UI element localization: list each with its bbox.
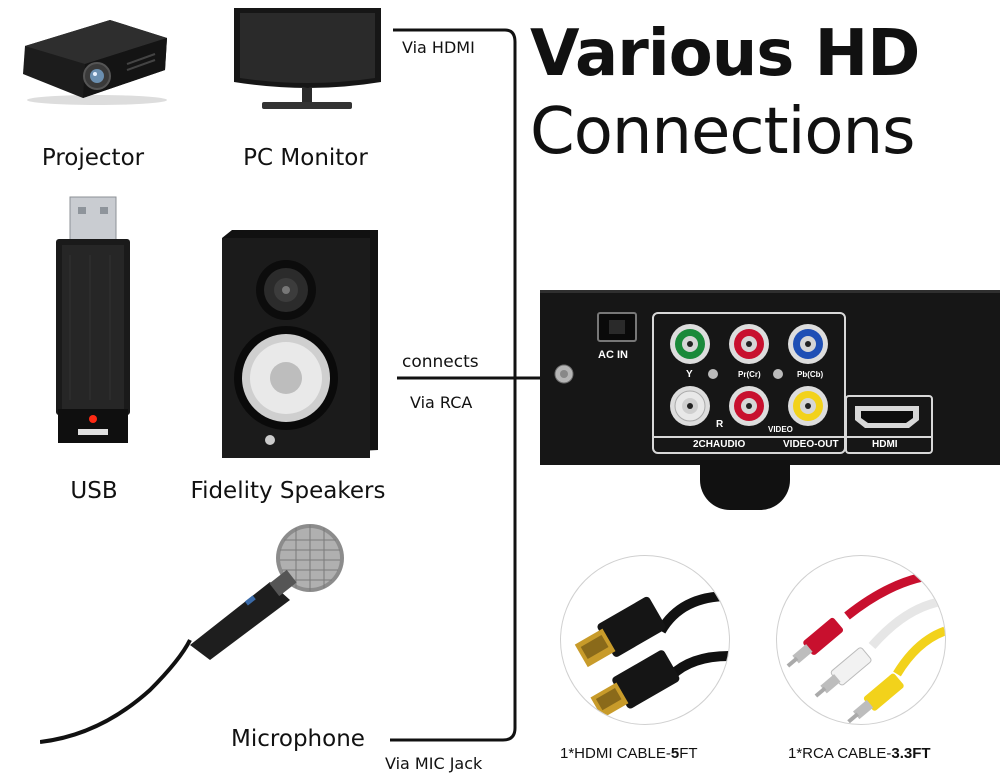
hdmi-cable-caption: 1*HDMI CABLE-5FT	[560, 745, 698, 762]
rca-cable-caption: 1*RCA CABLE-3.3FT	[788, 745, 931, 762]
jack-y-green-icon	[670, 324, 710, 364]
monitor-icon	[234, 8, 381, 109]
player-foot	[700, 460, 790, 510]
jack-r-label: R	[716, 419, 724, 430]
usb-drive-icon	[56, 196, 130, 443]
hdmi-cable-caption-prefix: 1*HDMI CABLE-	[560, 745, 671, 762]
jack-pb-blue-icon	[788, 324, 828, 364]
audio-label: 2CHAUDIO	[693, 439, 746, 450]
connects-label: connects	[402, 352, 479, 372]
jack-plate	[652, 312, 846, 454]
headline-line-1: Various HD	[530, 17, 920, 91]
hdmi-port-icon	[855, 406, 919, 428]
jack-pr-label: Pr(Cr)	[738, 370, 761, 379]
jack-video-yellow-icon	[788, 386, 828, 426]
hdmi-plate	[845, 395, 933, 454]
hdmi-cable-circle	[560, 555, 730, 725]
jack-video-label: VIDEO	[768, 425, 793, 434]
rca-cable-icon	[786, 569, 945, 724]
rca-cable-caption-unit: FT	[912, 745, 931, 762]
hdmi-cable-icon	[574, 591, 729, 719]
via-rca-label: Via RCA	[410, 393, 473, 412]
microphone-icon	[40, 524, 344, 744]
via-mic-label: Via MIC Jack	[385, 754, 483, 773]
usb-label: USB	[70, 478, 118, 504]
headline-line-2: Connections	[530, 95, 915, 169]
panel-screw-2-icon	[773, 369, 783, 379]
jack-pr-red-icon	[729, 324, 769, 364]
jack-pb-label: Pb(Cb)	[797, 370, 824, 379]
jack-y-label: Y	[686, 369, 693, 380]
ac-in-socket-icon	[597, 312, 637, 342]
jack-r-red-icon	[729, 386, 769, 426]
panel-screw-1-icon	[708, 369, 718, 379]
via-hdmi-label: Via HDMI	[402, 38, 475, 57]
main-connection-line	[390, 28, 517, 742]
microphone-label: Microphone	[231, 726, 365, 752]
panel-bottom-label-bar	[652, 436, 932, 454]
speakers-label: Fidelity Speakers	[190, 478, 386, 504]
rca-cable-caption-prefix: 1*RCA CABLE-	[788, 745, 892, 762]
hdmi-cable-caption-unit: FT	[679, 745, 698, 762]
pc-monitor-label: PC Monitor	[243, 145, 368, 171]
projector-icon	[23, 20, 167, 105]
hdmi-cable-caption-length: 5	[670, 745, 680, 762]
hdmi-panel-label: HDMI	[872, 439, 898, 450]
screw-icon	[554, 364, 574, 384]
rca-cable-circle	[776, 555, 946, 725]
speaker-icon	[222, 230, 378, 458]
video-out-label: VIDEO-OUT	[783, 439, 839, 450]
jack-l-white-icon	[670, 386, 710, 426]
projector-label: Projector	[41, 145, 145, 171]
ac-in-label: AC IN	[598, 349, 628, 361]
rca-cable-caption-length: 3.3	[891, 745, 913, 762]
